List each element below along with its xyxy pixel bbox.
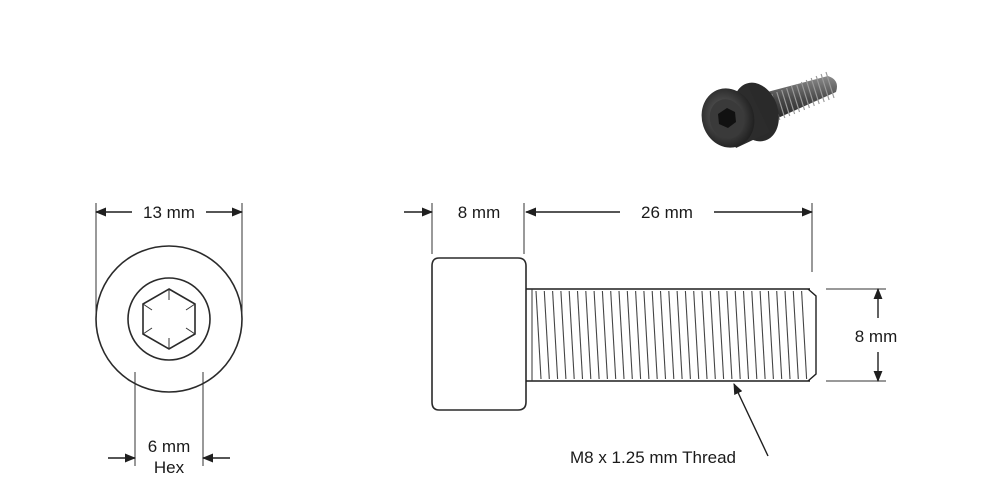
thread-diameter-label: 8 mm — [855, 327, 898, 346]
thread-spec-callout: M8 x 1.25 mm Thread — [570, 382, 769, 467]
thread-crest-line — [742, 290, 750, 380]
head-end-view — [95, 245, 243, 393]
bolt-head-outline — [431, 257, 527, 411]
dimension-hex-size: 6 mm Hex — [108, 372, 230, 477]
thread-crest-line — [759, 290, 766, 380]
bolt-side-view — [431, 257, 817, 411]
thread-crest-line — [543, 290, 550, 380]
dimension-shank-length: 26 mm — [524, 203, 814, 272]
thread-crest-line — [668, 290, 675, 380]
hex-size-label: 6 mm — [148, 437, 191, 456]
dimension-head-diameter: 13 mm — [94, 203, 244, 316]
thread-crest-line — [560, 290, 567, 380]
render-thread-line — [815, 75, 825, 103]
render-hex-socket-icon — [718, 108, 736, 128]
render-thread-line — [820, 73, 830, 101]
render-thread-line — [786, 87, 796, 115]
thread-crest-line — [776, 290, 783, 380]
thread-crest-line — [792, 290, 799, 380]
render-thread-line — [825, 71, 835, 99]
thread-crest-line — [643, 290, 650, 380]
thread-crest-line — [585, 290, 592, 380]
thread-crest-line — [535, 290, 542, 380]
bolt-shank-outline — [526, 288, 817, 382]
thread-crest-line — [767, 290, 774, 380]
thread-crest-line — [709, 290, 716, 380]
thread-crest-line — [651, 290, 658, 380]
render-thread-line — [810, 77, 820, 105]
thread-crest-line — [568, 290, 575, 380]
render-thread-line — [805, 79, 815, 107]
render-thread-line — [800, 81, 810, 109]
thread-crest-line — [552, 290, 559, 380]
bolt-thread-lines — [535, 290, 808, 380]
render-thread-line — [795, 83, 806, 111]
thread-crest-line — [734, 290, 741, 380]
render-thread-line — [776, 91, 786, 119]
thread-crest-line — [801, 290, 808, 380]
thread-crest-line — [784, 290, 791, 380]
render-thread-line — [790, 85, 801, 113]
hex-socket-facet-lines — [142, 289, 196, 349]
render-thread-line — [781, 89, 791, 117]
thread-crest-line — [659, 290, 667, 380]
thread-crest-line — [593, 290, 600, 380]
thread-crest-line — [618, 290, 625, 380]
dimension-head-height: 8 mm — [404, 203, 525, 254]
bolt-render-image — [701, 71, 837, 148]
dimension-thread-diameter: 8 mm — [826, 287, 898, 383]
thread-crest-line — [718, 290, 725, 380]
thread-crest-line — [701, 290, 708, 380]
thread-crest-line — [726, 290, 733, 380]
thread-spec-label: M8 x 1.25 mm Thread — [570, 448, 736, 467]
shank-length-label: 26 mm — [641, 203, 693, 222]
thread-crest-line — [684, 290, 691, 380]
thread-crest-line — [601, 290, 608, 380]
thread-crest-line — [610, 290, 617, 380]
hex-caption-label: Hex — [154, 458, 185, 477]
bolt-render-head — [701, 82, 779, 148]
head-diameter-label: 13 mm — [143, 203, 195, 222]
thread-crest-line — [576, 290, 584, 380]
thread-crest-line — [635, 290, 642, 380]
thread-crest-line — [676, 290, 683, 380]
thread-crest-line — [626, 290, 633, 380]
thread-crest-line — [693, 290, 700, 380]
thread-crest-line — [751, 290, 758, 380]
head-height-label: 8 mm — [458, 203, 501, 222]
